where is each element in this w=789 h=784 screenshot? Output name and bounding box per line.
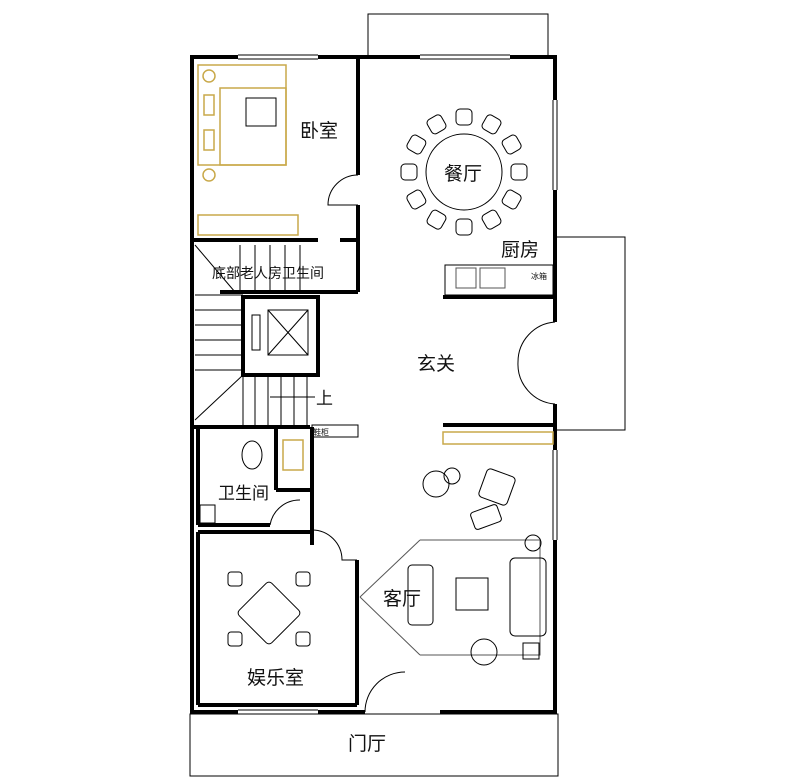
dining-chair [426, 114, 447, 135]
dining-chair [510, 163, 528, 181]
stairs [194, 244, 315, 425]
label-bathroom: 卫生间 [218, 484, 269, 504]
dining-chair [455, 218, 473, 236]
dining-chair [400, 163, 418, 181]
label-dining: 餐厅 [444, 163, 482, 185]
dining-chair [501, 189, 522, 210]
dining-table [400, 108, 528, 236]
label-bedroom: 卧室 [300, 120, 338, 142]
label-entrance-hall: 门厅 [348, 733, 386, 755]
right-protrusion [557, 236, 626, 431]
game-table [227, 571, 311, 647]
label-stairs-up: 上 [316, 389, 333, 409]
dining-chair [455, 108, 473, 126]
label-living: 客厅 [383, 588, 421, 610]
label-fridge: 冰箱 [531, 271, 547, 281]
wardrobe [197, 214, 299, 236]
outer-walls [190, 54, 558, 715]
shoe-cabinet [311, 424, 359, 438]
elevator [241, 295, 320, 377]
dining-chair [481, 114, 502, 135]
cabinet [442, 431, 554, 445]
dining-chair [406, 189, 427, 210]
entrance-hall-area [189, 713, 559, 777]
interior-walls [192, 57, 555, 707]
label-elder-bath: 底部老人房卫生间 [212, 266, 324, 282]
kitchen-counter [444, 264, 554, 296]
living-room-furniture [359, 467, 547, 666]
top-balcony [367, 13, 549, 57]
dining-chair [406, 134, 427, 155]
label-foyer: 玄关 [417, 353, 455, 375]
doors [269, 174, 556, 713]
label-entertainment: 娱乐室 [247, 667, 304, 689]
label-shoe-cabinet: 鞋柜 [313, 427, 329, 437]
dining-chair [501, 134, 522, 155]
dining-chair [481, 209, 502, 230]
label-kitchen: 厨房 [501, 239, 539, 261]
dining-chair [426, 209, 447, 230]
bed [197, 64, 287, 182]
bathroom-fixtures [199, 439, 304, 524]
